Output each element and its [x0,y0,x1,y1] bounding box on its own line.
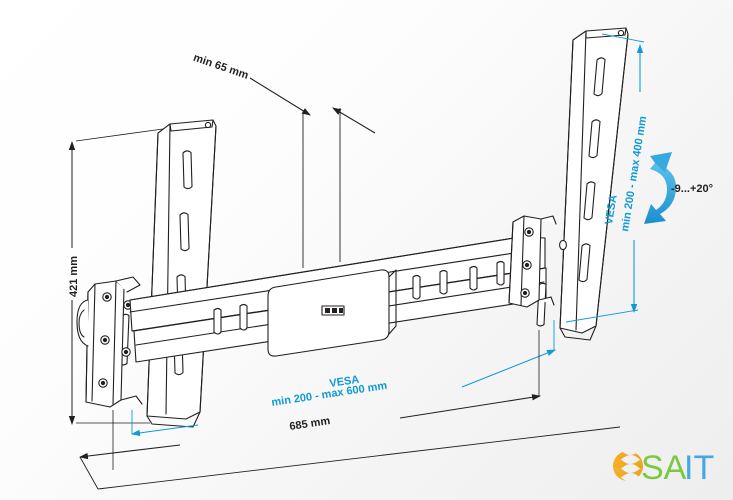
right-connection-bracket [508,215,557,308]
dimension-height-421mm: 421 mm [68,128,164,425]
dimension-label-421mm: 421 mm [68,256,80,297]
dimension-label-vesa-horizontal-title: VESA [329,374,360,390]
logo-text-secondary: IT [684,449,714,487]
dimension-label-vesa-vertical-range: min 200 - max 400 mm [619,115,649,232]
dimension-label-min-65mm: min 65 mm [192,52,250,82]
sait-logo[interactable]: SA IT [608,449,714,488]
logo-text-primary: SA [641,449,687,487]
mount-assembly-artwork [76,27,629,428]
tilt-arrow-head-top-icon [650,152,672,172]
dimension-depth-min65: min 65 mm [192,52,376,268]
tilt-angle-label: -9...+20° [671,183,713,195]
right-vertical-rail [536,27,629,341]
tilt-angle-indicator: -9...+20° [644,152,713,224]
dimension-label-685mm: 685 mm [289,415,332,433]
dimension-label-vesa-vertical-title: VESA [603,194,620,226]
curved-tilt-arrow-icon [644,163,677,224]
left-wall-plate-assembly [76,276,143,408]
left-vertical-rail [119,119,217,428]
